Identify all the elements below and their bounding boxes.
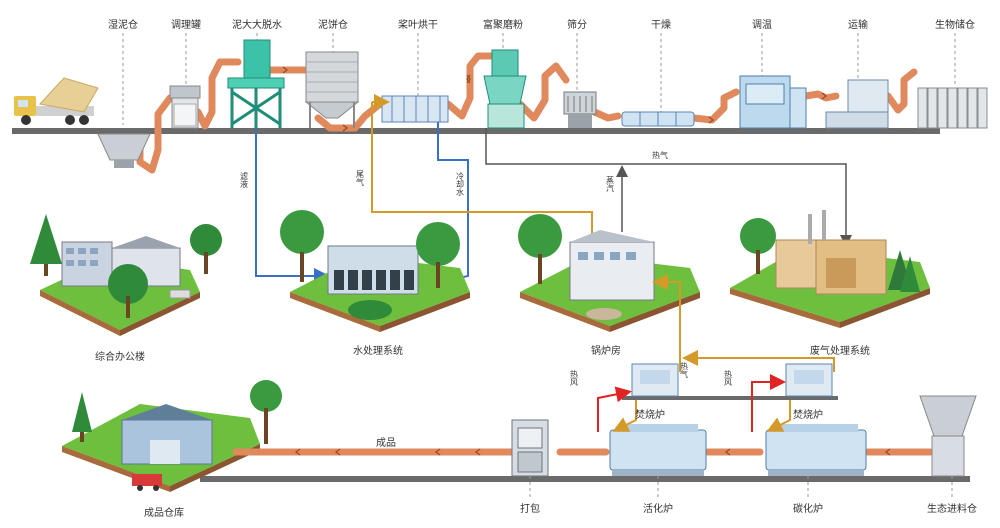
bottom-ground-bar bbox=[200, 476, 970, 482]
hot-air-a-red bbox=[597, 386, 632, 432]
label-exhaust: 尾气 bbox=[356, 170, 365, 186]
label-waste-gas: 废气处理系统 bbox=[810, 344, 870, 357]
product-warehouse-scene bbox=[62, 380, 282, 492]
label-hot-air-a: 热风 bbox=[570, 369, 579, 387]
activation-furnace bbox=[609, 424, 707, 476]
label-exhaust-gas-top: 热气 bbox=[652, 150, 668, 160]
crusher-mill bbox=[483, 49, 527, 129]
hot-air-b-red bbox=[751, 374, 786, 432]
label-hot-air-b: 热风 bbox=[724, 369, 733, 387]
label-activation-furnace: 活化炉 bbox=[643, 502, 673, 515]
exhaust-flow-line bbox=[371, 102, 593, 252]
waste-gas-flow-line bbox=[485, 128, 852, 247]
label-product: 成品 bbox=[376, 437, 396, 449]
label-boiler-room: 锅炉房 bbox=[591, 344, 621, 357]
bio-feed-hopper bbox=[919, 395, 977, 477]
mid-ground-bar bbox=[622, 396, 838, 400]
label-paddle-dryer: 桨叶烘干 bbox=[398, 18, 438, 31]
label-wet-sludge-bin: 湿泥仓 bbox=[108, 18, 138, 31]
label-crusher: 富聚磨粉 bbox=[483, 18, 523, 31]
waste-gas-scene bbox=[730, 210, 930, 328]
label-cooling: 调温 bbox=[752, 19, 772, 31]
label-packing: 打包 bbox=[520, 502, 540, 515]
office-building-scene bbox=[30, 214, 222, 336]
label-conditioning-tank: 调理罐 bbox=[171, 18, 201, 31]
bio-storage-tanks bbox=[917, 87, 988, 129]
label-sludge-dewatering: 泥大大脱水 bbox=[232, 18, 282, 31]
cooling-unit bbox=[739, 75, 807, 129]
label-office: 综合办公楼 bbox=[95, 350, 145, 363]
mud-cake-silo bbox=[304, 51, 360, 128]
carbonization-furnace bbox=[765, 424, 867, 476]
label-carbonization-furnace: 碳化炉 bbox=[793, 502, 823, 515]
incinerator-2 bbox=[785, 363, 833, 397]
filtrate-flow-line bbox=[255, 130, 330, 284]
label-incinerator-1: 焚烧炉 bbox=[635, 408, 665, 421]
wet-sludge-bin bbox=[97, 133, 151, 168]
boiler-room-scene bbox=[518, 214, 700, 332]
top-ground-bar bbox=[12, 128, 940, 134]
drum-dryer bbox=[621, 111, 695, 127]
label-product-warehouse: 成品仓库 bbox=[144, 506, 184, 519]
dump-truck bbox=[14, 77, 99, 125]
label-filtrate: 滤液 bbox=[240, 171, 249, 189]
label-screening: 筛分 bbox=[567, 18, 587, 31]
label-incinerator-2: 焚烧炉 bbox=[793, 408, 823, 421]
heat-return-gold-1 bbox=[652, 274, 681, 372]
water-treatment-scene bbox=[280, 210, 470, 332]
dewatering-unit bbox=[227, 39, 285, 128]
label-cooling-water: 冷却水 bbox=[456, 171, 465, 196]
label-bio-feed-bin: 生态进料仓 bbox=[927, 502, 977, 515]
transport-unit bbox=[825, 79, 889, 129]
label-mud-cake-bin: 泥饼仓 bbox=[318, 18, 348, 31]
label-heat-1: 热气 bbox=[680, 361, 689, 378]
label-conveying: 运输 bbox=[848, 18, 868, 31]
conditioning-tank bbox=[169, 85, 201, 129]
heat-return-gold-2 bbox=[682, 350, 835, 372]
paddle-dryer bbox=[381, 95, 449, 123]
top-label-leaders bbox=[122, 33, 956, 125]
label-bio-storage: 生物储仓 bbox=[935, 18, 975, 31]
screening-unit bbox=[563, 91, 597, 128]
label-water-treatment: 水处理系统 bbox=[353, 344, 403, 357]
label-drying: 干燥 bbox=[651, 19, 671, 31]
packing-machine bbox=[511, 419, 549, 477]
bottom-label-leaders bbox=[529, 476, 953, 500]
incinerator-1 bbox=[631, 363, 679, 397]
label-steam: 蒸汽 bbox=[606, 175, 615, 192]
pipe-flow-chevrons bbox=[282, 66, 828, 132]
